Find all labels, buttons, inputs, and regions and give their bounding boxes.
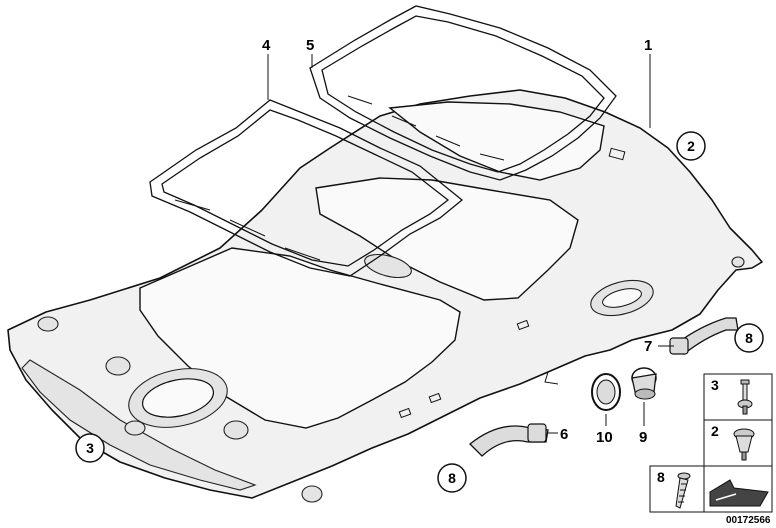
callout-8b: 8	[448, 470, 456, 486]
callout-5: 5	[306, 37, 314, 54]
callout-circle-8b	[437, 463, 467, 493]
plug-9	[631, 367, 657, 400]
callout-3: 3	[86, 440, 94, 456]
sunroof-frame-5	[309, 5, 617, 181]
legend-label-2: 2	[711, 423, 719, 439]
screw-icon	[737, 379, 753, 415]
leader-lines	[267, 54, 674, 434]
legend-label-3: 3	[711, 377, 719, 393]
callout-2: 2	[687, 138, 695, 154]
callout-8a: 8	[745, 330, 753, 346]
front-roof-opening	[388, 101, 605, 181]
arrow-wedge-icon	[709, 479, 769, 507]
callout-circle-8a	[734, 323, 764, 353]
callout-7: 7	[644, 338, 652, 355]
document-id: 00172566	[726, 515, 771, 526]
headliner	[7, 89, 763, 503]
middle-roof-opening	[315, 177, 579, 301]
sunroof-frame-4	[149, 99, 464, 277]
grommet-10	[591, 373, 621, 411]
callout-6: 6	[560, 426, 568, 443]
callout-1: 1	[644, 37, 652, 54]
legend-label-8: 8	[657, 469, 665, 485]
callout-4: 4	[262, 37, 271, 54]
callout-10: 10	[596, 429, 613, 446]
fastener-legend: 3 2 8 00172566	[649, 373, 773, 526]
callouts: 1 4 5 6 7 10 9 2 3 8 8	[75, 37, 764, 493]
long-screw-icon	[675, 472, 691, 509]
clip-icon	[733, 428, 755, 461]
callout-circle-3	[75, 433, 105, 463]
callout-9: 9	[639, 429, 647, 446]
grab-handle-6	[469, 423, 549, 457]
handle-7	[669, 317, 739, 355]
callout-circle-2	[676, 131, 706, 161]
